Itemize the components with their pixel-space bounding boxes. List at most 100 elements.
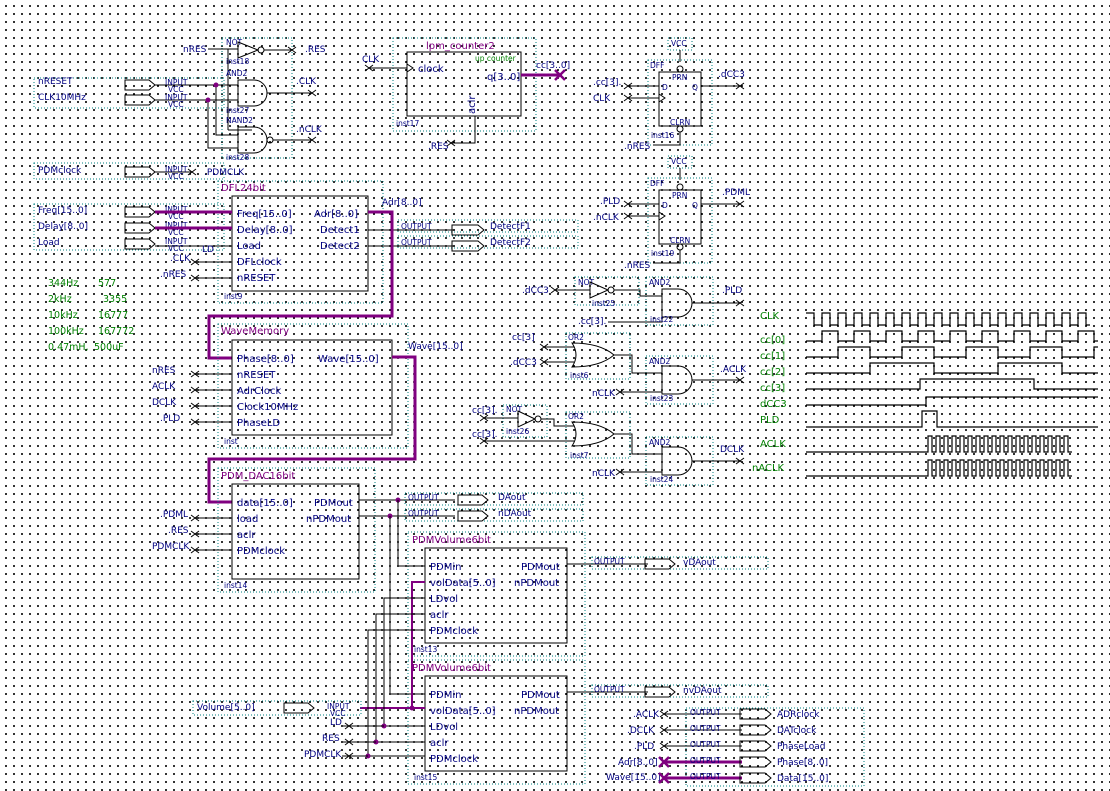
wave-dcc3 [806, 396, 1098, 406]
pdmdac-out2-name: nDAout [498, 509, 532, 519]
dff16-clrn: CLRN [670, 118, 690, 127]
vol15-pin-pdmin: PDMin [430, 690, 461, 701]
and22-type: AND2 [649, 278, 671, 287]
input-delay-kw: INPUT [165, 221, 188, 230]
or6-inst: inst6 [570, 371, 589, 380]
not18-type: NOT [226, 38, 243, 47]
vol13-pin-ldvol: LDvol [430, 594, 458, 605]
dff19-prn: PRN [672, 191, 687, 200]
wavemem-pin-nreset: nRESET [237, 370, 276, 381]
dff16-inst: inst16 [651, 131, 674, 140]
pdmdac-in-res: .RES [168, 526, 189, 536]
dff19-q: Q [692, 201, 698, 210]
and22-out: .PLD [722, 286, 742, 296]
pdmdac-pin-aclr: aclr [237, 530, 256, 541]
dff16-block: VCC DFF PRN CLRN D Q inst16 .cc[3]. CLK … [593, 37, 745, 152]
vol13-pin-pdmclock: PDMclock [430, 626, 478, 637]
not26-type: NOT [506, 405, 523, 414]
wavemem-block: WaveMemory Phase[8..0] nRESET AdrClock C… [152, 323, 463, 449]
not18-inst: inst18 [226, 57, 249, 66]
wavemem-inst: inst [224, 437, 238, 446]
wave-cc3 [806, 378, 1098, 390]
timing-label-cc2: cc[2] [760, 367, 785, 378]
counter-qout: cc[3..0] [536, 61, 570, 71]
vol13-title: PDMVolume6bit [412, 535, 491, 546]
counter-clock-pin: clock [418, 64, 444, 75]
wavemem-in-dclk: DCLK [152, 398, 177, 408]
vol13-pin-npdmout: nPDMout [514, 578, 559, 589]
wavemem-in-nres: nRES [152, 366, 176, 376]
dff16-vcc: VCC [671, 39, 687, 48]
dfl-pin-dflclock: DFLclock [237, 257, 282, 268]
dff19-block: VCC DFF PRN CLRN D Q inst19 .PLD .nCLK .… [593, 155, 750, 271]
dfl-out2-kw: OUTPUT [401, 238, 432, 247]
nand28-inst: inst28 [226, 153, 249, 162]
dff19-d: D [662, 201, 668, 210]
dff16-clr-in: .nRES [624, 142, 651, 152]
not18-in-label: nRES [183, 45, 207, 55]
timing-diagram: CLK cc[0] cc[1] cc[2] cc[3] dCC3 PLD ACL… [752, 311, 1098, 477]
pdmdac-out1-kw: OUTPUT [408, 493, 439, 502]
input-nreset-name: nRESET [38, 77, 73, 87]
counter-inst: inst17 [396, 119, 419, 128]
vol13-out-kw: OUTPUT [594, 557, 625, 566]
input-pdmclock-vcc: VCC [168, 172, 184, 181]
input-clk10mhz-vcc: VCC [168, 100, 184, 109]
and24-inst: inst24 [650, 475, 673, 484]
input-pdmclock-out: .PDMCLK [204, 168, 245, 178]
timing-label-aclk: ACLK [760, 439, 786, 450]
dfl-pin-freq: Freq[15..0] [237, 209, 292, 220]
wave-aclk [806, 435, 1072, 453]
wavemem-pin-phase: Phase[8..0] [237, 354, 294, 365]
not25-in: .dCC3 [522, 286, 549, 296]
vol15-title: PDMVolume6bit [412, 663, 491, 674]
pdmdac-out2-kw: OUTPUT [408, 509, 439, 518]
and23-inst: inst23 [650, 394, 673, 403]
input-delay-vcc: VCC [168, 228, 184, 237]
vol15-block: PDMVolume6bit PDMin volData[5..0] LDvol … [407, 659, 769, 785]
and27-inst: inst27 [226, 106, 249, 115]
out-pld-kw: OUTPUT [690, 740, 721, 749]
and27-out-label: .CLK [296, 77, 317, 87]
counter-clk-in: CLK [362, 55, 380, 65]
out-wave-name: Data[15..0] [777, 774, 828, 784]
dff19-clk-in: .nCLK [593, 213, 620, 223]
and22-in2: .cc[3]. [578, 317, 606, 327]
input-load-out: LD [202, 245, 214, 255]
and23-type: AND2 [649, 357, 671, 366]
note-4-b: 500uF [94, 342, 124, 353]
and22-inst: inst22 [650, 315, 673, 324]
input-load-kw: INPUT [165, 237, 188, 246]
input-pins-dfl: Freq[15..0] INPUT VCC Delay[8..0] INPUT … [33, 203, 232, 255]
dfl-title: DFL24bit [221, 183, 266, 194]
vol13-pin-voldata: volData[5..0] [430, 578, 496, 589]
wavemem-out-label: Wave[15..0] [408, 342, 463, 352]
wavemem-in-aclk: ACLK [152, 382, 176, 392]
input-pdmclock-name: PDMclock [38, 166, 82, 176]
counter-q-pin: q[3..0] [487, 72, 520, 83]
not25-type: NOT [578, 278, 595, 287]
vol15-pin-npdmout: nPDMout [514, 706, 559, 717]
pdmdac-inst: inst14 [224, 581, 247, 590]
note-3-b: 167772 [98, 326, 134, 337]
timing-label-cc3: cc[3] [760, 383, 785, 394]
vol15-pin-pdmout: PDMout [521, 690, 560, 701]
pdmdac-in-pdml: .PDML [160, 510, 188, 520]
timing-label-dcc3: dCC3 [760, 399, 787, 410]
not26-inst: inst26 [506, 427, 529, 436]
wave-pld [806, 410, 1098, 428]
vol15-out-kw: OUTPUT [594, 685, 625, 694]
dfl-pin-load: Load [237, 241, 261, 252]
pdmdac-block: PDM_DAC16bit data[15..0] load aclr PDMcl… [152, 467, 584, 593]
volume-input-vcc: VCC [330, 709, 346, 718]
wavemem-pin-wave: Wave[15..0] [318, 354, 379, 365]
wavemem-title: WaveMemory [221, 326, 289, 337]
volume-ld-label: LD [330, 718, 342, 728]
wave-cc0 [806, 330, 1098, 342]
out-aclk-in: .ACLK [633, 710, 660, 720]
vol15-pin-ldvol: LDvol [430, 722, 458, 733]
input-delay-name: Delay[8..0] [38, 222, 88, 232]
nand28-out-label: .nCLK [296, 125, 323, 135]
dff19-q-out: .PDML [722, 188, 750, 198]
